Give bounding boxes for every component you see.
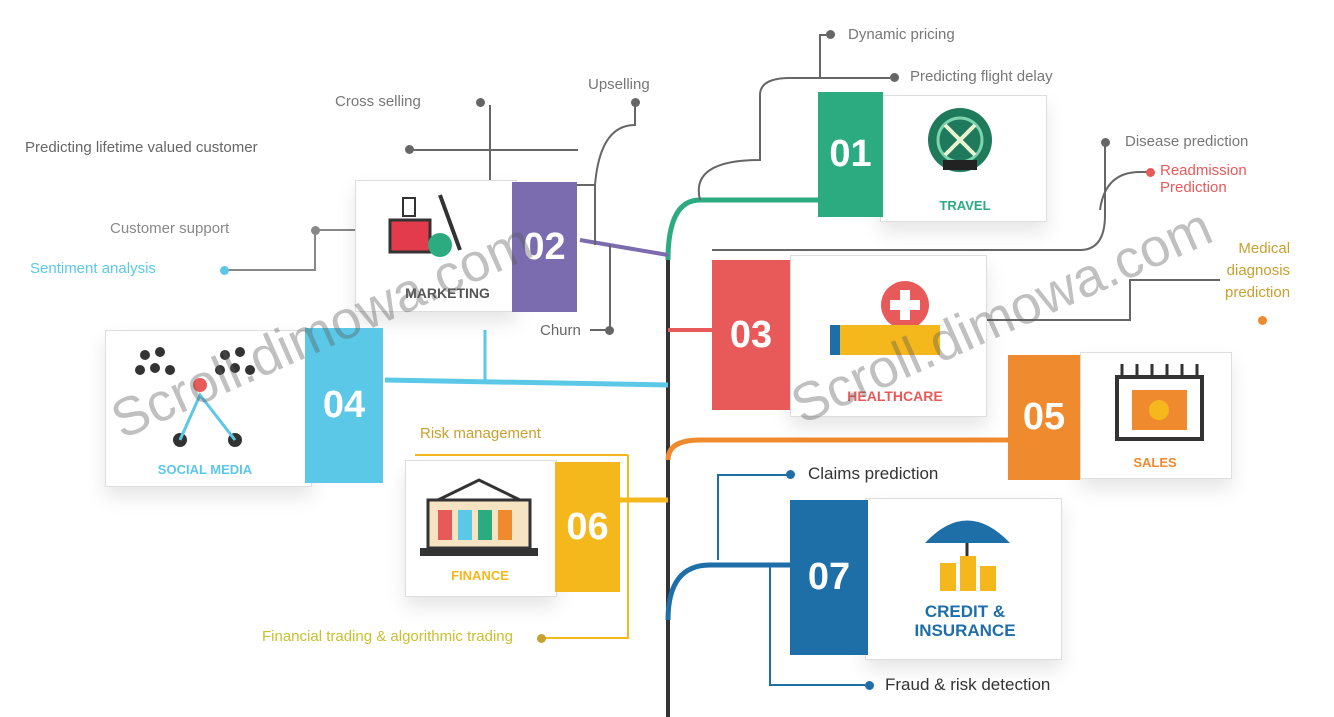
finance-number-tab: 06 bbox=[555, 462, 620, 592]
cross-selling-label: Cross selling bbox=[335, 93, 421, 110]
medical-diagnosis-line-2: diagnosis bbox=[1226, 262, 1291, 279]
storefront-icon bbox=[1115, 364, 1204, 441]
claims-prediction-dot bbox=[786, 470, 795, 479]
social-title: SOCIAL MEDIA bbox=[157, 462, 253, 477]
marketing-icon bbox=[388, 194, 462, 257]
healthcare-number: 03 bbox=[729, 313, 773, 356]
insurance-title-line-1: CREDIT & bbox=[924, 602, 1006, 621]
sales-title: SALES bbox=[1133, 455, 1177, 470]
flight-delay-label: Predicting flight delay bbox=[910, 68, 1053, 85]
claims-prediction-label: Claims prediction bbox=[808, 464, 939, 483]
readmission-line-1: Readmission bbox=[1160, 162, 1247, 179]
people-network-icon bbox=[135, 347, 255, 447]
finance-number: 06 bbox=[566, 505, 609, 548]
travel-title: TRAVEL bbox=[939, 198, 991, 213]
medical-diagnosis-label: Medical diagnosis prediction bbox=[1225, 238, 1290, 304]
social-number: 04 bbox=[322, 384, 366, 426]
readmission-line-2: Prediction bbox=[1160, 179, 1227, 196]
travel-number: 01 bbox=[829, 133, 872, 175]
healthcare-number-tab: 03 bbox=[712, 260, 790, 410]
lifetime-value-dot bbox=[405, 145, 414, 154]
medical-diagnosis-line-1: Medical bbox=[1238, 240, 1291, 257]
insurance-number-tab: 07 bbox=[790, 500, 868, 655]
travel-number-tab: 01 bbox=[818, 92, 883, 217]
social-number-tab: 04 bbox=[305, 328, 383, 483]
social-card bbox=[105, 330, 312, 487]
sales-number: 05 bbox=[1022, 396, 1066, 438]
medical-diagnosis-line-3: prediction bbox=[1225, 284, 1291, 301]
customer-support-dot bbox=[311, 226, 320, 235]
finance-title: FINANCE bbox=[451, 568, 509, 583]
medical-cross-icon bbox=[830, 281, 940, 355]
umbrella-coins-icon bbox=[925, 520, 1010, 591]
fraud-detection-label: Fraud & risk detection bbox=[885, 675, 1051, 694]
sales-number-tab: 05 bbox=[1008, 355, 1080, 480]
churn-dot bbox=[605, 326, 614, 335]
bank-icon bbox=[420, 478, 538, 556]
financial-trading-dot bbox=[537, 634, 546, 643]
upselling-label: Upselling bbox=[588, 76, 650, 93]
disease-prediction-dot bbox=[1101, 138, 1110, 147]
financial-trading-label: Financial trading & algorithmic trading bbox=[262, 628, 513, 645]
insurance-title-line-2: INSURANCE bbox=[914, 621, 1016, 640]
marketing-number-tab: 02 bbox=[512, 182, 577, 312]
dynamic-pricing-dot bbox=[826, 30, 835, 39]
readmission-label: Readmission Prediction bbox=[1160, 162, 1247, 196]
fraud-detection-dot bbox=[865, 681, 874, 690]
marketing-title: MARKETING bbox=[405, 285, 490, 301]
cross-selling-dot bbox=[476, 98, 485, 107]
insurance-number: 07 bbox=[807, 556, 851, 598]
healthcare-title: HEALTHCARE bbox=[847, 388, 943, 404]
sentiment-dot bbox=[220, 266, 229, 275]
compass-icon bbox=[928, 108, 992, 172]
churn-label: Churn bbox=[540, 322, 581, 339]
disease-prediction-label: Disease prediction bbox=[1125, 133, 1249, 150]
sentiment-label: Sentiment analysis bbox=[30, 260, 156, 277]
upselling-dot bbox=[631, 98, 640, 107]
customer-support-label: Customer support bbox=[110, 220, 230, 237]
lifetime-value-label: Predicting lifetime valued customer bbox=[25, 139, 258, 156]
flight-delay-dot bbox=[890, 73, 899, 82]
medical-diagnosis-dot bbox=[1258, 316, 1267, 325]
insurance-title: CREDIT & INSURANCE bbox=[885, 602, 1045, 640]
readmission-dot bbox=[1146, 168, 1155, 177]
risk-management-label: Risk management bbox=[420, 425, 541, 442]
dynamic-pricing-label: Dynamic pricing bbox=[848, 26, 955, 43]
marketing-number: 02 bbox=[523, 225, 566, 268]
marketing-card bbox=[355, 180, 517, 312]
